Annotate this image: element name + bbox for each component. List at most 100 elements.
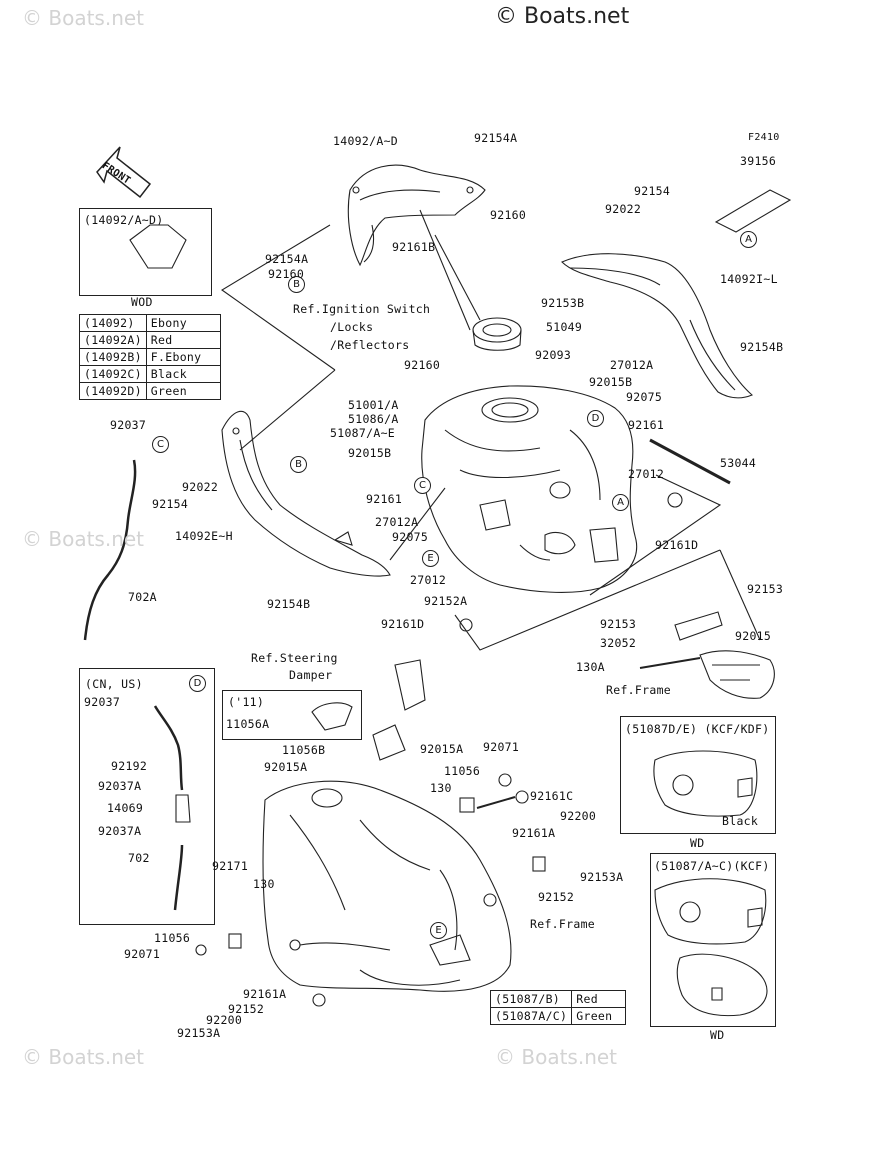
part-label: 92154 <box>634 184 671 198</box>
part-label: 92200 <box>206 1013 243 1027</box>
ref-marker-d: D <box>587 410 604 427</box>
part-label: 702 <box>128 851 150 865</box>
part-label: 14092I~L <box>720 272 778 286</box>
table-cell: (51087/B) <box>489 990 573 1008</box>
inset-kcf-kdf-title: (51087D/E) (KCF/KDF) <box>625 722 770 736</box>
inset-cowl-title: (14092/A~D) <box>84 213 164 227</box>
table-row: (51087A/C)Green <box>489 1007 627 1025</box>
inset-tank-kcf-drawing <box>654 878 768 1017</box>
part-label: 92161 <box>366 492 403 506</box>
ref-marker-d: D <box>189 675 206 692</box>
part-label: 92037 <box>84 695 121 709</box>
front-arrow-icon <box>96 146 152 199</box>
part-label: 92160 <box>490 208 527 222</box>
color-table-51087: (51087/B)Red (51087A/C)Green <box>489 990 627 1025</box>
table-cell: (51087A/C) <box>489 1007 573 1025</box>
inset-tank-kcf-kdf-drawing <box>653 750 758 817</box>
part-label: 92075 <box>392 530 429 544</box>
part-label: 11056A <box>226 717 270 731</box>
part-label: 92071 <box>124 947 161 961</box>
part-label: 92037 <box>110 418 147 432</box>
inset-kcf-title: (51087/A~C)(KCF) <box>654 859 770 873</box>
rod-53044-drawing <box>649 438 731 485</box>
part-label: 92154A <box>474 131 518 145</box>
table-cell: (14092D) <box>79 382 147 400</box>
part-label: 92200 <box>560 809 597 823</box>
table-row: (14092D)Green <box>79 382 221 400</box>
part-label: 39156 <box>740 154 777 168</box>
wod-label: WOD <box>131 295 153 309</box>
faint-watermark: © Boats.net <box>495 1045 618 1069</box>
part-label: 92153A <box>580 870 624 884</box>
part-label: 92161B <box>392 240 436 254</box>
part-label: 92015A <box>420 742 464 756</box>
table-cell: Green <box>145 382 221 400</box>
part-label: Ref.Frame <box>530 917 596 931</box>
part-label: 51086/A <box>348 412 399 426</box>
part-label: 14092E~H <box>175 529 233 543</box>
part-label: 92152A <box>424 594 468 608</box>
part-label: 130 <box>253 877 275 891</box>
color-table-14092: (14092)Ebony (14092A)Red (14092B)F.Ebony… <box>79 314 221 400</box>
fuel-cap-drawing <box>472 317 522 351</box>
inset-11-title: ('11) <box>228 695 265 709</box>
ref-marker-c: C <box>152 436 169 453</box>
part-label: 53044 <box>720 456 757 470</box>
inset-wd-label: WD <box>690 836 705 850</box>
part-label: 92022 <box>182 480 219 494</box>
part-label: 27012 <box>628 467 665 481</box>
table-cell: F.Ebony <box>145 348 221 366</box>
part-label: 92160 <box>268 267 305 281</box>
faint-watermark: © Boats.net <box>22 1045 145 1069</box>
part-label: 14069 <box>107 801 144 815</box>
table-cell: (14092) <box>79 314 147 332</box>
part-label: 27012A <box>610 358 654 372</box>
table-cell: (14092A) <box>79 331 147 349</box>
fuel-tank-drawing <box>421 385 638 593</box>
part-label: 14092/A~D <box>333 134 399 148</box>
table-cell: Green <box>571 1007 627 1025</box>
part-label: 11056 <box>444 764 481 778</box>
part-label: Ref.Ignition Switch <box>293 302 431 316</box>
part-label: 51087/A~E <box>330 426 396 440</box>
tape-39156-drawing <box>714 189 792 233</box>
part-label: 130A <box>576 660 605 674</box>
table-row: (14092)Ebony <box>79 314 221 332</box>
part-label: 92015B <box>589 375 633 389</box>
faint-watermark: © Boats.net <box>22 527 145 551</box>
part-label: 92154A <box>265 252 309 266</box>
part-label: 11056B <box>282 743 326 757</box>
part-label: 92161A <box>512 826 556 840</box>
table-cell: Red <box>571 990 627 1008</box>
part-label: 92075 <box>626 390 663 404</box>
inset-kcf-frame <box>650 853 776 1027</box>
filter-14069-drawing <box>175 794 191 823</box>
figure-code: F2410 <box>748 132 780 143</box>
inset-11-frame <box>222 690 362 740</box>
part-label: 92161D <box>381 617 425 631</box>
part-label: 92154B <box>267 597 311 611</box>
hose-702-drawing <box>173 844 184 911</box>
part-label: 11056 <box>154 931 191 945</box>
part-label: 27012A <box>375 515 419 529</box>
table-row: (14092B)F.Ebony <box>79 348 221 366</box>
part-label: 702A <box>128 590 157 604</box>
table-cell: Red <box>145 331 221 349</box>
part-label: 92015 <box>735 629 772 643</box>
right-side-cover-drawing <box>561 253 754 399</box>
ref-marker-a: A <box>740 231 757 248</box>
inset-cowl-frame <box>79 208 212 296</box>
table-cell: (14092B) <box>79 348 147 366</box>
part-label: 92154 <box>152 497 189 511</box>
table-cell: (14092C) <box>79 365 147 383</box>
part-label: 92153 <box>747 582 784 596</box>
part-label: 92037A <box>98 824 142 838</box>
part-label: 92153 <box>600 617 637 631</box>
inset-cn-us-frame <box>79 668 215 925</box>
inset-kcf-kdf-frame <box>620 716 776 834</box>
part-label: 92161 <box>628 418 665 432</box>
inset-black-label: Black <box>722 814 759 828</box>
part-label: 130 <box>430 781 452 795</box>
part-label: 92022 <box>605 202 642 216</box>
